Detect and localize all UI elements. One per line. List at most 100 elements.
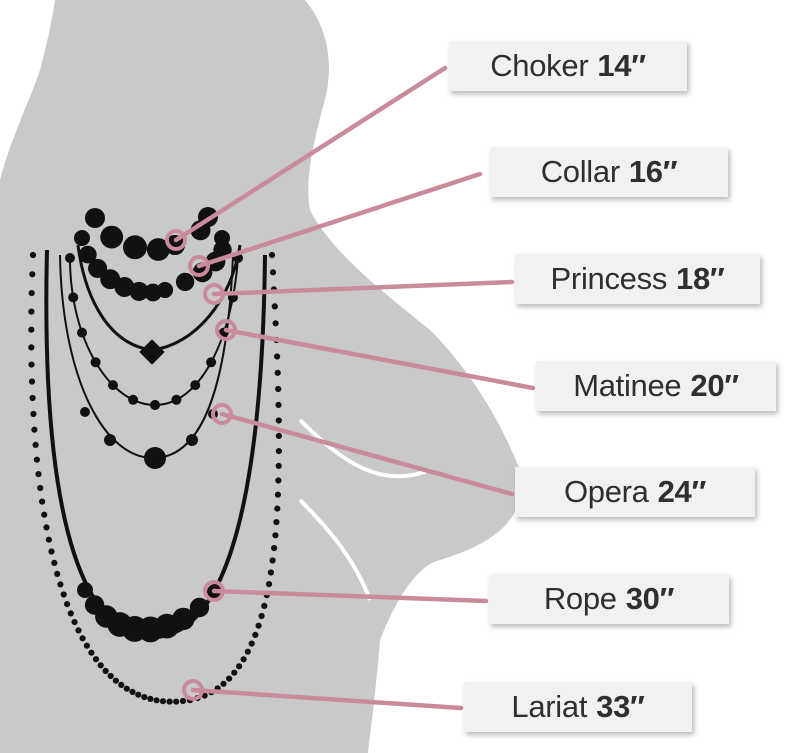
lariat-bead <box>37 484 44 492</box>
lariat-bead <box>102 667 109 675</box>
matinee-bead <box>150 400 160 410</box>
lariat-bead <box>28 361 35 368</box>
princess-marker-ring <box>203 283 225 305</box>
lariat-bead <box>272 532 279 539</box>
collar-connector-line <box>196 171 483 269</box>
lariat-bead <box>274 491 281 498</box>
lariat-bead <box>275 417 282 424</box>
label-choker-name: Choker <box>490 48 589 83</box>
label-choker-length: 14″ <box>597 48 646 83</box>
lariat-bead <box>275 432 282 439</box>
connectors-group <box>165 65 536 711</box>
opera-connector-line <box>219 411 515 497</box>
lariat-bead <box>275 477 282 484</box>
lariat-bead <box>57 581 64 588</box>
lariat-bead <box>28 308 35 315</box>
matinee-bead <box>77 327 87 338</box>
matinee-bead <box>190 380 201 391</box>
lariat-marker-ring <box>182 679 204 701</box>
label-matinee-name: Matinee <box>573 368 682 403</box>
matinee-bead <box>171 394 182 405</box>
collar-bead <box>175 272 195 292</box>
lariat-bead <box>35 471 42 478</box>
label-lariat-name: Lariat <box>511 689 588 724</box>
label-princess-name: Princess <box>550 261 668 296</box>
rope-connector-line <box>211 588 489 604</box>
lariat-bead <box>236 663 243 670</box>
lariat-bead <box>64 601 71 608</box>
collar-bead <box>157 282 173 298</box>
lariat-bead <box>92 656 100 663</box>
lariat-bead <box>112 677 119 684</box>
lariat-bead <box>147 695 154 703</box>
lariat-bead <box>141 694 148 701</box>
collar-bead <box>114 277 135 297</box>
opera-bead <box>80 407 90 417</box>
matinee-bead <box>108 380 118 391</box>
princess-strand <box>76 244 153 352</box>
princess-connector-line <box>211 279 515 297</box>
lariat-bead <box>153 697 160 704</box>
lariat-bead <box>29 251 37 259</box>
lariat-bead <box>275 462 282 469</box>
lariat-bead <box>45 536 53 543</box>
lariat-bead <box>29 271 36 278</box>
lariat-bead <box>271 545 278 552</box>
lariat-bead <box>269 269 277 276</box>
label-matinee-length: 20″ <box>690 368 739 403</box>
lariat-bead <box>226 675 233 682</box>
lariat-bead <box>220 680 227 687</box>
lariat-bead <box>273 519 280 526</box>
lariat-bead <box>275 401 282 408</box>
lariat-bead <box>275 448 282 455</box>
arm-crease <box>298 498 372 601</box>
lariat-bead <box>123 685 130 692</box>
matinee-bead <box>68 292 79 303</box>
collar-marker-ring <box>188 255 210 277</box>
lariat-bead <box>166 698 173 705</box>
lariat-bead <box>252 631 259 639</box>
choker-connector-line <box>173 65 448 243</box>
lariat-bead <box>179 697 187 705</box>
rope-bead <box>189 597 210 618</box>
label-opera-length: 24″ <box>657 474 707 509</box>
lariat-bead <box>269 557 276 564</box>
rope-marker-ring <box>203 580 225 602</box>
lariat-bead <box>41 511 48 518</box>
lariat-connector-line <box>190 687 464 711</box>
lariat-bead <box>271 303 278 310</box>
lariat-bead <box>88 649 95 656</box>
lariat-bead <box>29 394 36 402</box>
lariat-bead <box>272 320 279 327</box>
label-opera-name: Opera <box>563 474 649 509</box>
collar-bead <box>214 230 230 246</box>
matinee-bead <box>206 357 217 368</box>
princess-pendant <box>139 339 165 365</box>
label-rope-name: Rope <box>543 581 617 616</box>
lariat-bead <box>135 691 142 698</box>
choker-bead <box>123 235 147 260</box>
rope-bead <box>77 582 93 598</box>
opera-bead <box>144 447 166 469</box>
lariat-bead <box>75 627 82 634</box>
choker-bead <box>146 238 170 261</box>
matinee-bead <box>90 357 101 368</box>
lariat-bead <box>274 353 281 360</box>
opera-marker-ring <box>211 403 233 425</box>
lariat-bead <box>71 619 78 626</box>
lariat-bead <box>28 344 35 351</box>
lariat-bead <box>274 369 281 376</box>
label-lariat-length: 33″ <box>596 689 645 724</box>
collar-bead <box>78 245 97 264</box>
lariat-bead <box>159 698 167 705</box>
lariat-bead <box>244 648 251 655</box>
lariat-bead <box>67 610 74 617</box>
lariat-bead <box>79 635 86 642</box>
